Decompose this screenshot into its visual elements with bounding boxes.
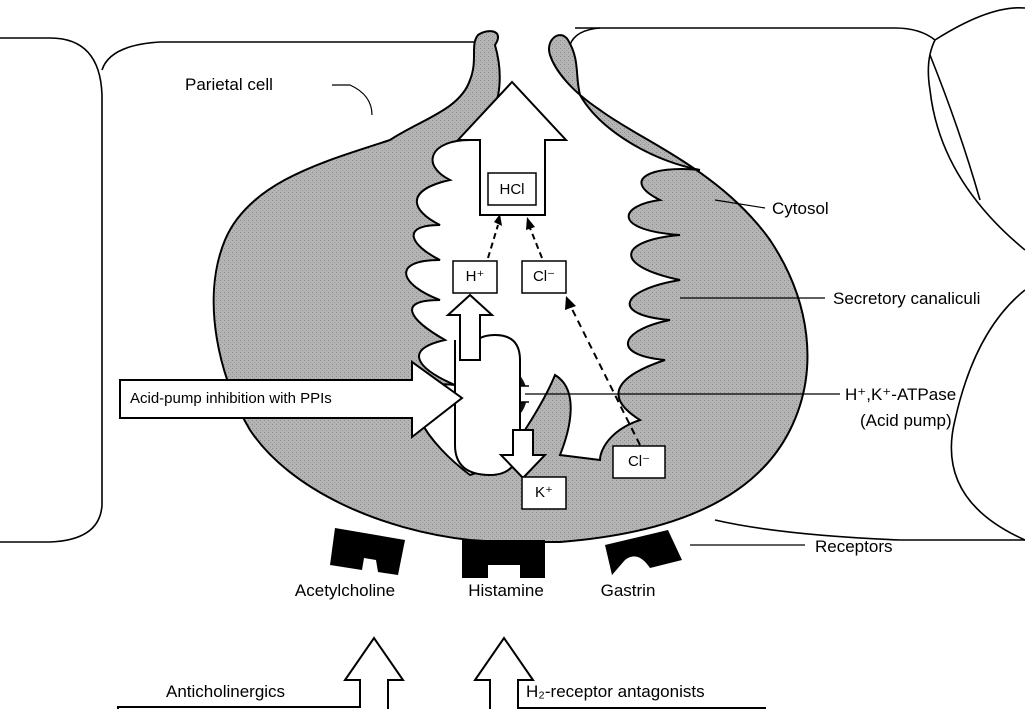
h-plus-label: H⁺ — [466, 269, 485, 284]
left-neighbor-cell — [0, 38, 102, 542]
hcl-label: HCl — [500, 182, 525, 197]
parietal-leader — [332, 85, 372, 115]
cl-minus-bottom-label: Cl⁻ — [628, 454, 650, 469]
cytosol-label: Cytosol — [772, 200, 829, 217]
acid-pump-label-line2: (Acid pump) — [860, 412, 952, 429]
secretory-canaliculi-label: Secretory canaliculi — [833, 290, 980, 307]
receptor-acetylcholine — [330, 528, 405, 575]
receptor-gastrin — [605, 530, 682, 575]
right-neighbor-left-edge — [570, 28, 600, 45]
right-neighbor-cell-edge — [928, 40, 1025, 250]
receptor-histamine — [462, 540, 545, 578]
anticholinergics-label: Anticholinergics — [166, 683, 285, 700]
cl-to-hcl-dashed — [530, 228, 542, 258]
cl-minus-top-label: Cl⁻ — [533, 269, 555, 284]
ppi-label: Acid-pump inhibition with PPIs — [130, 391, 332, 406]
acetylcholine-label: Acetylcholine — [295, 582, 395, 599]
h-to-hcl-dashed — [488, 225, 498, 258]
parietal-cell-label: Parietal cell — [185, 76, 273, 93]
acid-pump-label-line1: H⁺,K⁺-ATPase — [845, 386, 956, 403]
histamine-label: Histamine — [468, 582, 544, 599]
h2-antagonists-label: H₂-receptor antagonists — [526, 683, 705, 700]
k-plus-label: K⁺ — [535, 485, 553, 500]
receptors-label: Receptors — [815, 538, 892, 555]
gastrin-label: Gastrin — [601, 582, 656, 599]
left-neighbor-top — [102, 42, 480, 70]
